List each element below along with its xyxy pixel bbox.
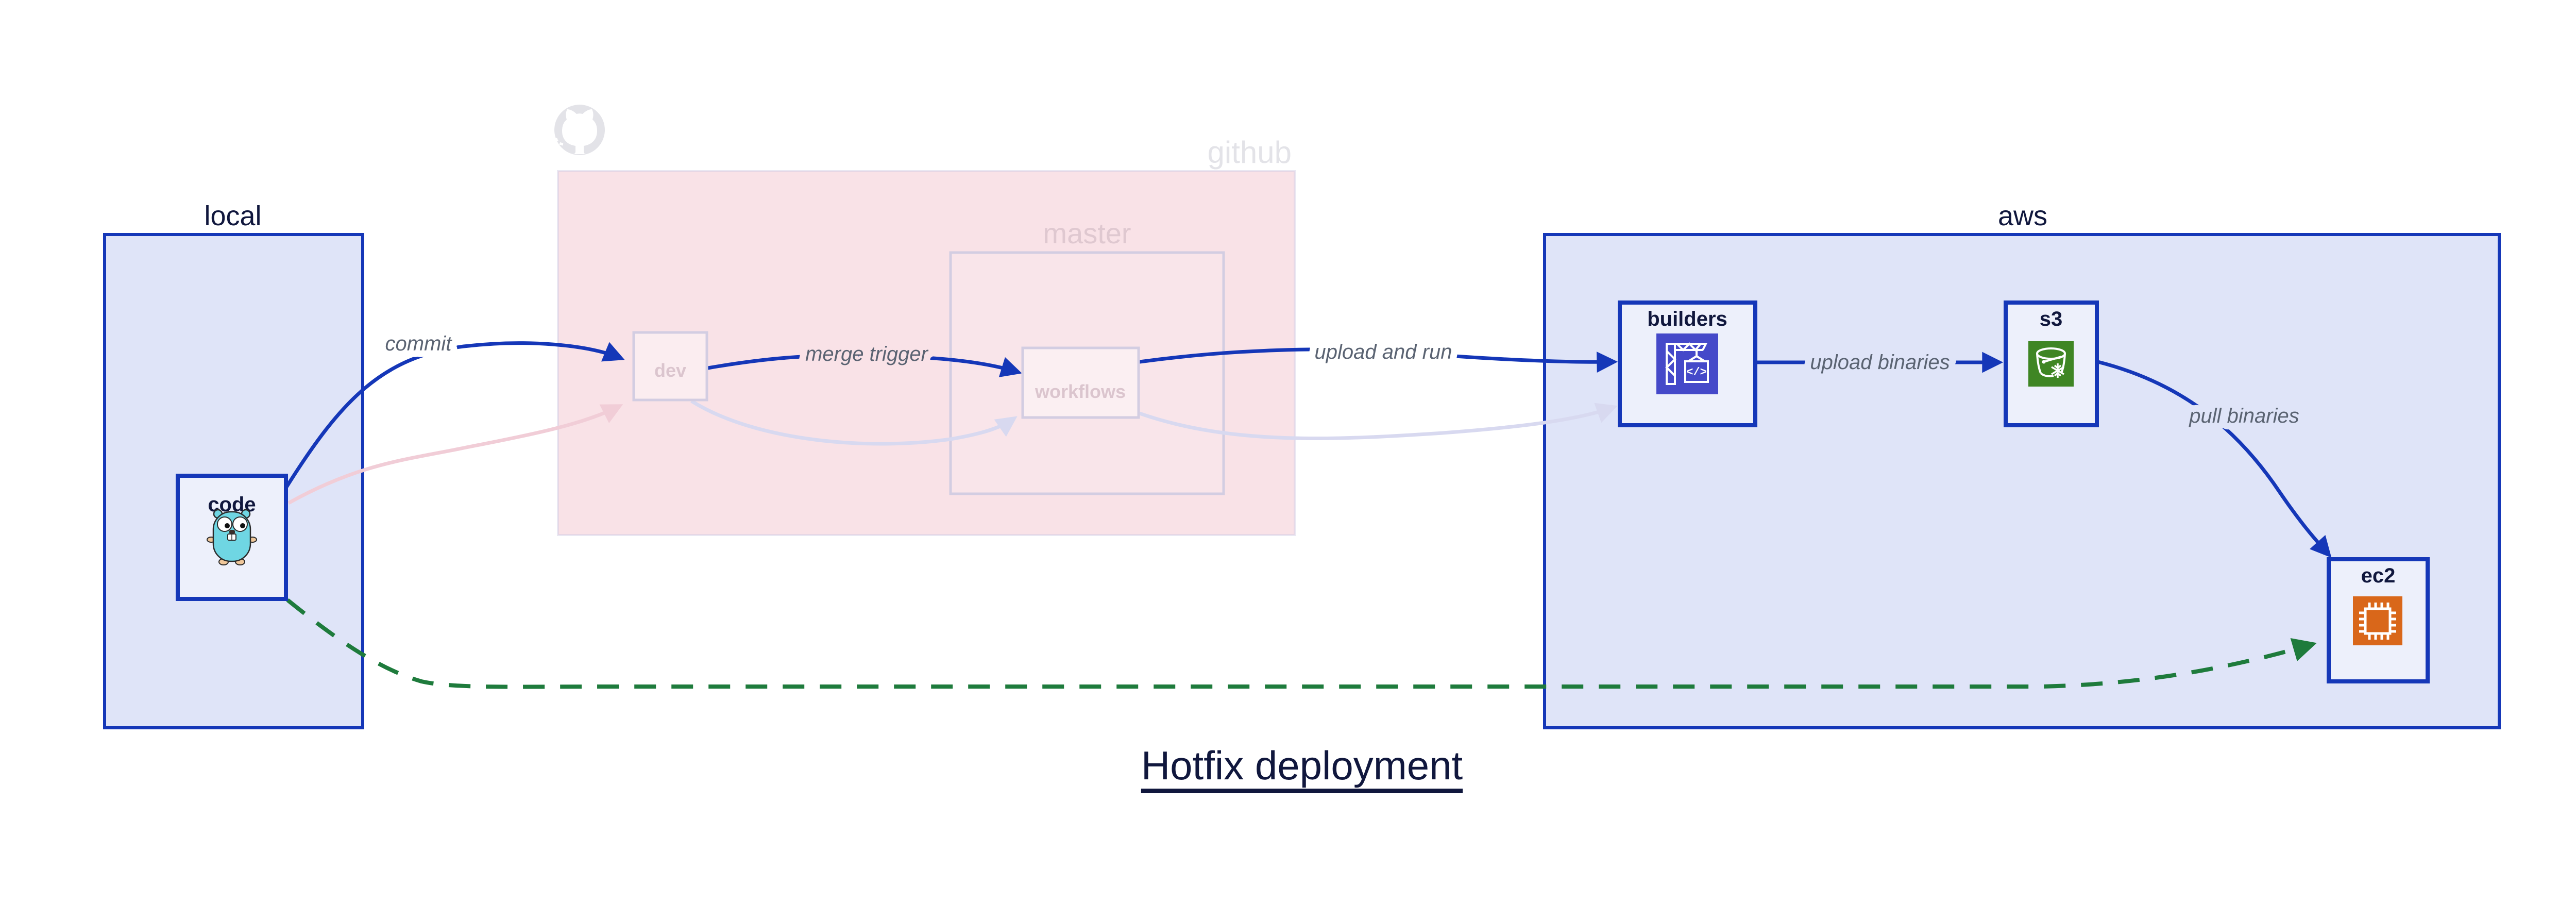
master-group-box	[949, 251, 1225, 495]
edge-code-to-dev-faded	[287, 404, 623, 505]
codebuild-crane-icon: </>	[1656, 333, 1718, 394]
codebuild-code-glyph: </>	[1686, 366, 1707, 379]
edge-hotfix-code-to-ec2	[286, 598, 2317, 689]
edge-pull-binaries	[2097, 360, 2332, 558]
github-octocat-icon	[554, 105, 605, 155]
edge-upload-binaries-label: upload binaries	[1810, 351, 1950, 374]
aws-group-label: aws	[1998, 201, 2047, 231]
edge-upload-and-run	[1139, 347, 1618, 373]
github-group-label: github	[1208, 135, 1292, 170]
master-group-label: master	[1043, 217, 1131, 249]
github-group-box	[557, 170, 1296, 536]
edge-merge-trigger-label: merge trigger	[805, 343, 929, 365]
local-group-label: local	[204, 201, 261, 231]
dev-node-label: dev	[654, 360, 686, 381]
workflows-node-label: workflows	[1035, 381, 1126, 402]
ec2-chip-icon	[2353, 596, 2402, 645]
edge-pull-binaries-label: pull binaries	[2189, 405, 2299, 427]
s3-glacier-bucket-icon	[2028, 341, 2074, 387]
edge-merge-trigger	[707, 354, 1022, 377]
dev-node	[632, 331, 708, 402]
diagram-title: Hotfix deployment	[1141, 743, 1463, 788]
builders-node-label: builders	[1647, 308, 1727, 330]
workflows-node	[1021, 346, 1140, 419]
go-gopher-icon	[207, 509, 257, 565]
edge-commit-label: commit	[385, 332, 453, 355]
edge-workflows-to-builders-faded	[1139, 403, 1618, 441]
edge-commit	[285, 341, 625, 488]
s3-node-label: s3	[2040, 308, 2063, 330]
ec2-node-label: ec2	[2361, 564, 2396, 587]
edge-dev-to-workflows-faded	[690, 399, 1018, 446]
edge-upload-and-run-label: upload and run	[1315, 341, 1452, 363]
